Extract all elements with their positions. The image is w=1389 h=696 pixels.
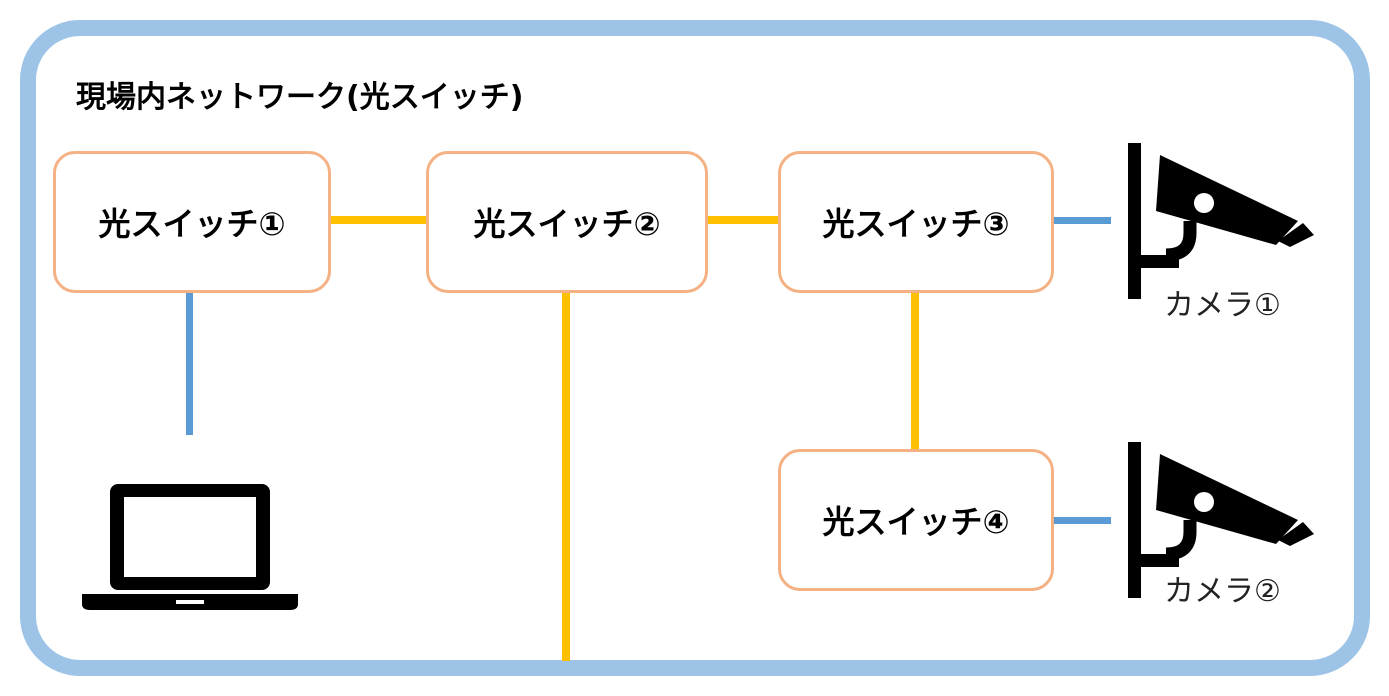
link-switch3-camera1 xyxy=(1053,217,1111,224)
diagram-title: 現場内ネットワーク(光スイッチ) xyxy=(76,80,524,115)
camera-2-label: カメラ② xyxy=(1164,574,1281,609)
switch-3: 光スイッチ③ xyxy=(778,151,1054,293)
camera-1-label: カメラ① xyxy=(1164,288,1281,323)
laptop-icon xyxy=(82,484,298,610)
switch-2: 光スイッチ② xyxy=(426,151,708,293)
link-switch2-down xyxy=(562,291,570,661)
link-switch1-switch2 xyxy=(330,216,428,224)
security-camera-icon xyxy=(1128,442,1314,598)
switch-4: 光スイッチ④ xyxy=(778,449,1054,591)
link-switch2-switch3 xyxy=(706,216,780,224)
link-switch4-camera2 xyxy=(1053,517,1111,524)
security-camera-icon xyxy=(1128,143,1314,299)
link-switch1-laptop xyxy=(186,291,193,435)
switch-1: 光スイッチ① xyxy=(53,151,331,293)
link-switch3-switch4 xyxy=(911,291,919,451)
